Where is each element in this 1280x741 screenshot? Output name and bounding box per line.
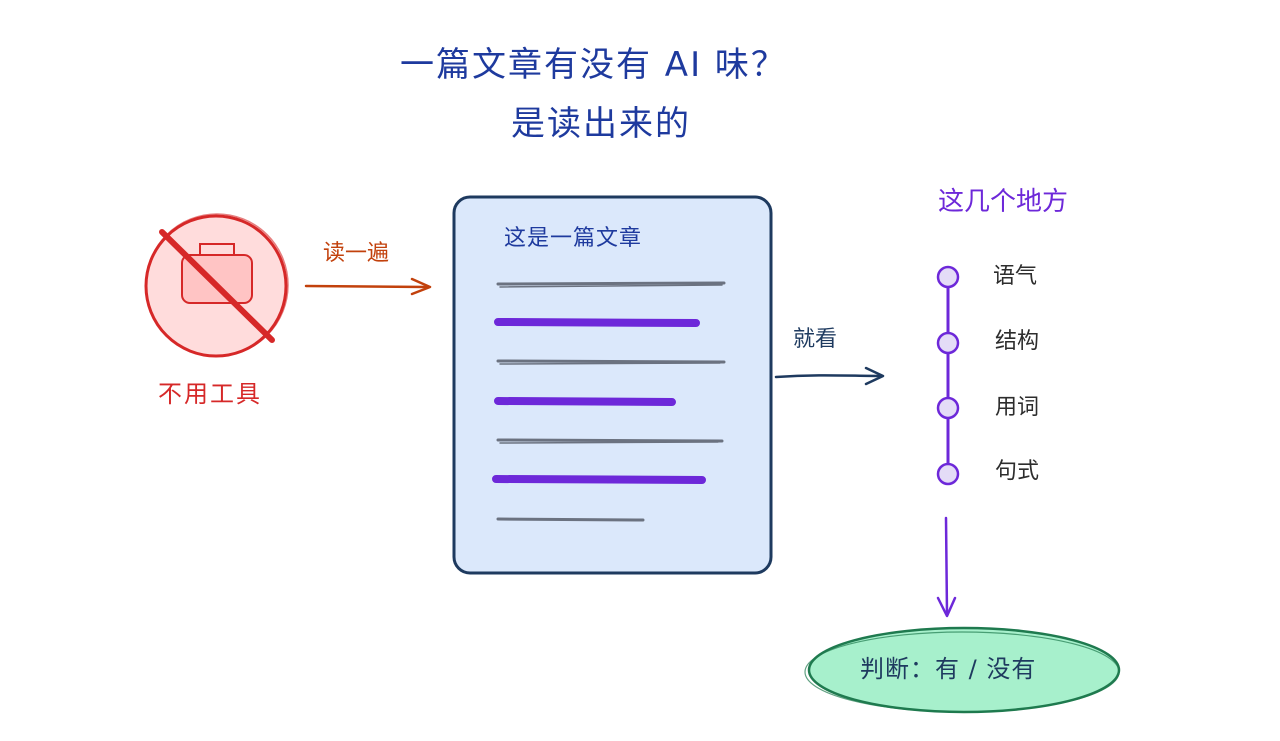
look-arrow [774, 366, 885, 386]
look-arrow-label: 就看 [793, 327, 838, 352]
aspect-label-tone: 语气 [993, 264, 1038, 289]
aspect-node [936, 331, 960, 355]
aspect-node [936, 462, 960, 486]
judgment-label: 判断：有 / 没有 [860, 655, 1037, 683]
article-text-lines [492, 281, 726, 522]
aspects-heading: 这几个地方 [938, 187, 1069, 217]
title-line-1: 一篇文章有没有 AI 味？ [400, 45, 787, 85]
no-tools-symbol [144, 213, 289, 358]
article-document [452, 195, 773, 575]
read-arrow-label: 读一遍 [323, 241, 390, 266]
aspect-node [936, 265, 960, 289]
article-title: 这是一篇文章 [504, 226, 643, 251]
aspect-label-wording: 用词 [995, 395, 1040, 420]
no-tools-label: 不用工具 [158, 380, 262, 408]
prohibited-slash [159, 229, 275, 343]
aspect-node [936, 396, 960, 420]
judgment-oval [804, 626, 1121, 714]
aspects-timeline [936, 265, 960, 486]
title-line-2: 是读出来的 [511, 104, 691, 144]
aspect-label-structure: 结构 [995, 329, 1040, 354]
aspect-label-sentence: 句式 [995, 459, 1040, 484]
read-arrow [304, 277, 432, 296]
down-arrow [936, 516, 957, 618]
